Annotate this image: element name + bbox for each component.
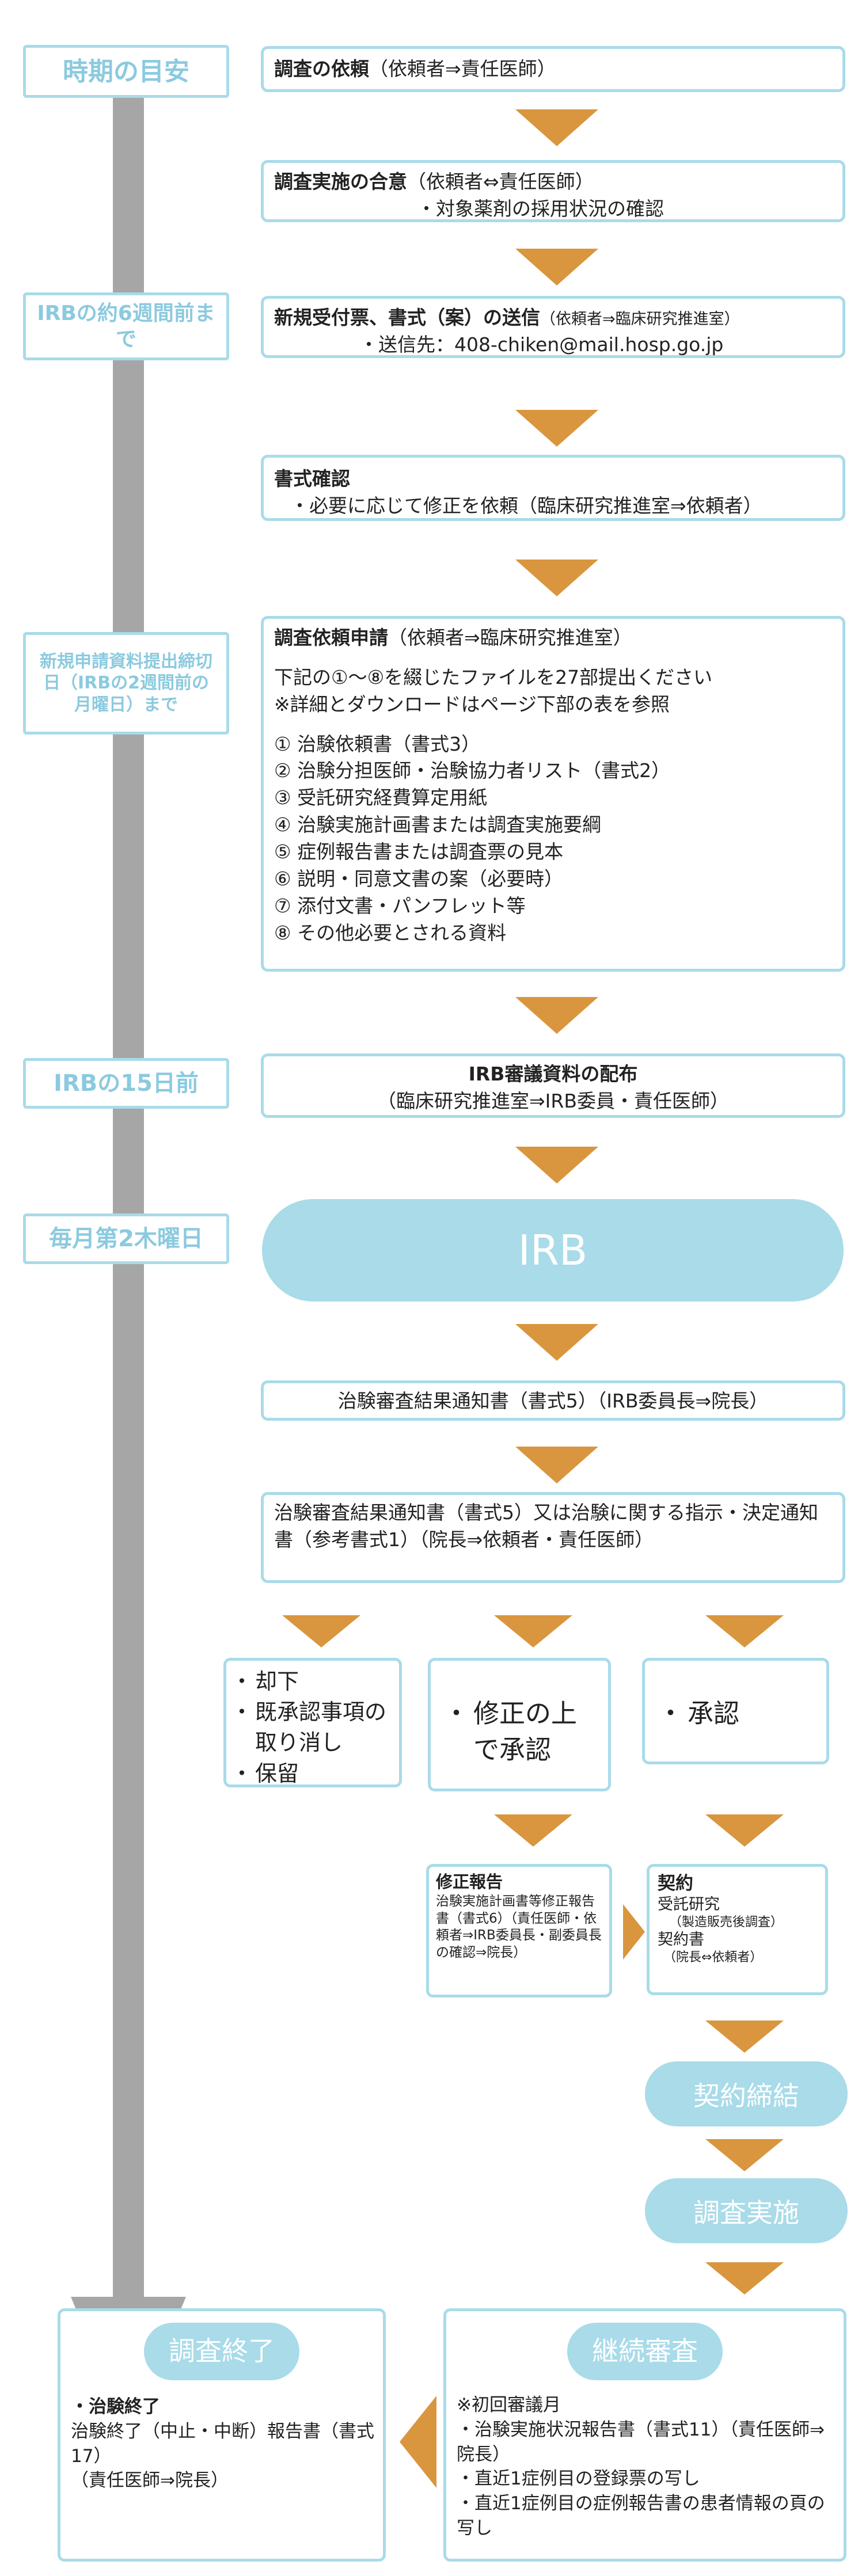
outcome-approve-box: 承認	[642, 1658, 829, 1764]
study-end-parties: （責任医師⇒院長）	[71, 2470, 229, 2491]
outcome-conditional-box: 修正の上で承認	[428, 1658, 611, 1791]
timeline-label-6weeks: IRBの約6週間前まで	[23, 292, 229, 360]
step-submission-box: 新規受付票、書式（案）の送信（依頼者⇒臨床研究推進室） ・送信先：408-chi…	[261, 296, 845, 358]
continuing-review-first-month: ※初回審議月	[457, 2395, 561, 2415]
revision-report-text: 治験実施計画書等修正報告書（書式6）（責任医師・依頼者⇒IRB委員長・副委員長の…	[436, 1893, 602, 1961]
flow-arrow	[705, 2021, 784, 2053]
outcome-reject: 却下	[231, 1666, 394, 1697]
document-item: ⑦ 添付文書・パンフレット等	[274, 894, 526, 917]
outcome-approve: 承認	[658, 1695, 814, 1732]
flow-arrow-right	[623, 1904, 645, 1959]
document-item: ⑥ 説明・同意文書の案（必要時）	[274, 867, 564, 890]
step-application-note: （依頼者⇒臨床研究推進室）	[388, 626, 632, 649]
flow-arrow	[494, 1814, 572, 1847]
study-end-box: 調査終了 ・治験終了 治験終了（中止・中断）報告書（書式17） （責任医師⇒院長…	[58, 2308, 386, 2562]
flow-arrow	[282, 1615, 360, 1647]
flow-arrow	[515, 997, 598, 1034]
continuing-review-box: 継続審査 ※初回審議月 ・治験実施状況報告書（書式11）（責任医師⇒院長） ・直…	[443, 2308, 846, 2562]
flow-arrow-left	[400, 2396, 436, 2488]
study-conduct: 調査実施	[645, 2178, 848, 2243]
continuing-review-crf-copy: ・直近1症例目の症例報告書の患者情報の頁の写し	[457, 2493, 825, 2539]
flow-arrow	[515, 109, 598, 146]
continuing-review-header: 継続審査	[567, 2323, 723, 2380]
flow-arrow	[705, 1814, 784, 1847]
step-check-title: 書式確認	[274, 467, 350, 490]
timeline-label-irb-day: 毎月第2木曜日	[23, 1213, 229, 1264]
flow-arrow	[705, 1615, 784, 1647]
step-irb-notice-box: 治験審査結果通知書（書式5）（IRB委員長⇒院長）	[261, 1380, 845, 1421]
step-director-notice-text: 治験審査結果通知書（書式5）又は治験に関する指示・決定通知書（参考書式1）（院長…	[274, 1501, 818, 1551]
step-distribution-title: IRB審議資料の配布	[468, 1063, 638, 1085]
document-item: ⑤ 症例報告書または調査票の見本	[274, 840, 564, 863]
step-request-note: （依頼者⇒責任医師）	[369, 58, 556, 80]
step-check-box: 書式確認 ・必要に応じて修正を依頼（臨床研究推進室⇒依頼者）	[261, 455, 845, 521]
outcome-revoke: 既承認事項の取り消し	[231, 1697, 394, 1758]
step-distribution-sub: （臨床研究推進室⇒IRB委員・責任医師）	[377, 1089, 729, 1112]
step-irb-notice-text: 治験審査結果通知書（書式5）（IRB委員長⇒院長）	[337, 1390, 769, 1412]
step-distribution-box: IRB審議資料の配布 （臨床研究推進室⇒IRB委員・責任医師）	[261, 1053, 845, 1118]
outcome-reject-box: 却下 既承認事項の取り消し 保留	[223, 1658, 402, 1789]
study-end-title: ・治験終了	[71, 2396, 160, 2417]
contract-signing: 契約締結	[645, 2061, 848, 2126]
step-submission-email: ・送信先：408-chiken@mail.hosp.go.jp	[359, 333, 724, 356]
timeline-bar	[113, 86, 144, 2320]
flow-arrow	[494, 1615, 572, 1647]
timeline-label-15days: IRBの15日前	[23, 1058, 229, 1109]
step-agreement-sub: ・対象薬剤の採用状況の確認	[417, 197, 664, 220]
step-agreement-note: （依頼者⇔責任医師）	[407, 170, 594, 193]
study-end-header: 調査終了	[144, 2323, 299, 2380]
document-item: ② 治験分担医師・治験協力者リスト（書式2）	[274, 759, 671, 782]
revision-report-box: 修正報告 治験実施計画書等修正報告書（書式6）（責任医師・依頼者⇒IRB委員長・…	[426, 1864, 612, 1997]
step-director-notice-box: 治験審査結果通知書（書式5）又は治験に関する指示・決定通知書（参考書式1）（院長…	[261, 1492, 845, 1583]
step-submission-title: 新規受付票、書式（案）の送信	[274, 306, 540, 329]
flow-arrow	[705, 2262, 784, 2295]
flow-arrow	[515, 1324, 598, 1361]
continuing-review-status-report: ・治験実施状況報告書（書式11）（責任医師⇒院長）	[457, 2419, 825, 2465]
flow-arrow	[515, 249, 598, 286]
step-request-title: 調査の依頼	[274, 58, 369, 80]
step-application-box: 調査依頼申請（依頼者⇒臨床研究推進室） 下記の①～⑧を綴じたファイルを27部提出…	[261, 616, 845, 972]
flow-arrow	[515, 1147, 598, 1184]
contract-box: 契約 受託研究 （製造販売後調査） 契約書 （院長⇔依頼者）	[647, 1864, 828, 1995]
step-application-title: 調査依頼申請	[274, 626, 388, 649]
timeline-header: 時期の目安	[23, 45, 229, 98]
step-application-reference: ※詳細とダウンロードはページ下部の表を参照	[274, 692, 670, 716]
step-check-sub: ・必要に応じて修正を依頼（臨床研究推進室⇒依頼者）	[290, 494, 762, 517]
outcome-hold: 保留	[231, 1759, 394, 1789]
document-item: ③ 受託研究経費算定用紙	[274, 786, 488, 809]
step-submission-note: （依頼者⇒臨床研究推進室）	[540, 310, 740, 328]
contract-type-note: （製造販売後調査）	[669, 1915, 784, 1930]
step-request-box: 調査の依頼（依頼者⇒責任医師）	[261, 46, 845, 92]
outcome-conditional: 修正の上で承認	[443, 1695, 595, 1768]
revision-report-title: 修正報告	[436, 1872, 503, 1892]
contract-type: 受託研究	[658, 1895, 720, 1913]
contract-parties: （院長⇔依頼者）	[663, 1950, 763, 1965]
flow-arrow	[515, 560, 598, 596]
document-item: ① 治験依頼書（書式3）	[274, 732, 481, 755]
contract-title: 契約	[658, 1873, 693, 1894]
flow-arrow	[515, 410, 598, 447]
contract-document: 契約書	[658, 1931, 704, 1949]
timeline-label-deadline: 新規申請資料提出締切日（IRBの2週間前の月曜日）まで	[23, 632, 229, 735]
flow-arrow	[705, 2139, 784, 2171]
flow-arrow	[515, 1447, 598, 1483]
step-agreement-title: 調査実施の合意	[274, 170, 407, 193]
step-agreement-box: 調査実施の合意（依頼者⇔責任医師） ・対象薬剤の採用状況の確認	[261, 160, 845, 222]
irb-meeting: IRB	[262, 1199, 844, 1302]
study-end-report: 治験終了（中止・中断）報告書（書式17）	[71, 2421, 374, 2467]
step-application-instruction: 下記の①～⑧を綴じたファイルを27部提出ください	[274, 665, 713, 688]
continuing-review-registration-copy: ・直近1症例目の登録票の写し	[457, 2468, 700, 2490]
document-item: ⑧ その他必要とされる資料	[274, 921, 507, 944]
document-item: ④ 治験実施計画書または調査実施要綱	[274, 813, 602, 836]
